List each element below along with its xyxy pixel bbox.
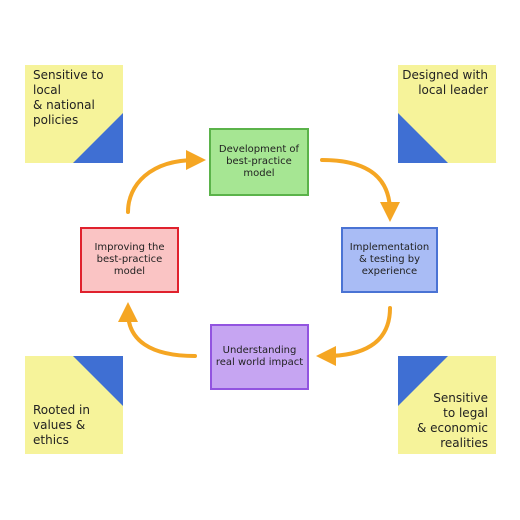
note-text: Sensitive to local & national policies xyxy=(33,68,104,127)
arrow-improving-to-development xyxy=(126,150,206,214)
box-understanding: Understanding real world impact xyxy=(210,324,309,390)
note-bottom-right: Sensitive to legal & economic realities xyxy=(398,356,496,454)
arrow-implementation-to-understanding xyxy=(316,306,392,366)
arrow-development-to-implementation xyxy=(320,158,400,222)
box-development: Development of best-practice model xyxy=(209,128,309,196)
box-implementation: Implementation & testing by experience xyxy=(341,227,438,293)
note-top-left: Sensitive to local & national policies xyxy=(25,65,123,163)
arrow-understanding-to-improving xyxy=(118,302,197,358)
note-text: Designed with local leader xyxy=(402,68,488,97)
note-bottom-left: Rooted in values & ethics xyxy=(25,356,123,454)
note-text: Rooted in values & ethics xyxy=(33,403,90,447)
note-top-right: Designed with local leader xyxy=(398,65,496,163)
note-text: Sensitive to legal & economic realities xyxy=(416,391,488,450)
box-improving: Improving the best-practice model xyxy=(80,227,179,293)
